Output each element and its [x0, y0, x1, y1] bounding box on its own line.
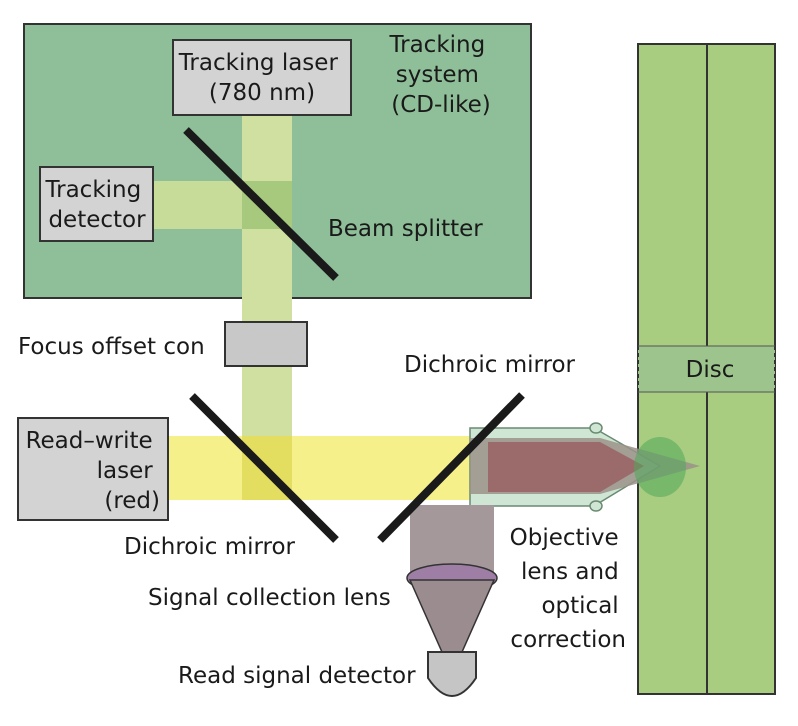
- disc: [637, 43, 776, 695]
- objective-label: Objective lens and optical correction: [510, 525, 626, 653]
- beam-splitter-label: Beam splitter: [328, 216, 483, 242]
- focus-offset-box: [224, 321, 308, 367]
- signal-collection-label: Signal collection lens: [148, 585, 391, 611]
- tracking-detector-box: [39, 166, 154, 242]
- focus-offset-label: Focus offset con: [18, 334, 205, 360]
- signal-beam: [410, 505, 494, 573]
- read-signal-detector: [427, 651, 477, 697]
- tracking-system-label: Tracking system (CD-like): [388, 32, 492, 118]
- dichroic-mirror-top-label: Dichroic mirror: [404, 352, 576, 378]
- read-write-laser-label: Read–write laser (red): [26, 428, 160, 514]
- read-signal-detector-label: Read signal detector: [178, 663, 416, 689]
- read-write-laser-box: [17, 417, 169, 521]
- disc-label: Disc: [686, 357, 735, 383]
- read-beam: [168, 436, 498, 500]
- focal-glow: [634, 437, 686, 497]
- tracking-beam-vertical: [242, 116, 292, 438]
- dichroic-mirror-right: [377, 392, 525, 543]
- dichroic-mirror-bottom-label: Dichroic mirror: [124, 534, 296, 560]
- signal-cone: [408, 579, 496, 653]
- disc-label-band: [638, 346, 775, 392]
- dichroic-mirror-left: [189, 393, 339, 543]
- tracking-detector-label: Tracking detector: [44, 177, 148, 233]
- tracking-laser-label: Tracking laser (780 nm): [178, 50, 345, 106]
- beam-splitter-mirror: [183, 127, 339, 281]
- tracking-laser-box: [172, 39, 352, 116]
